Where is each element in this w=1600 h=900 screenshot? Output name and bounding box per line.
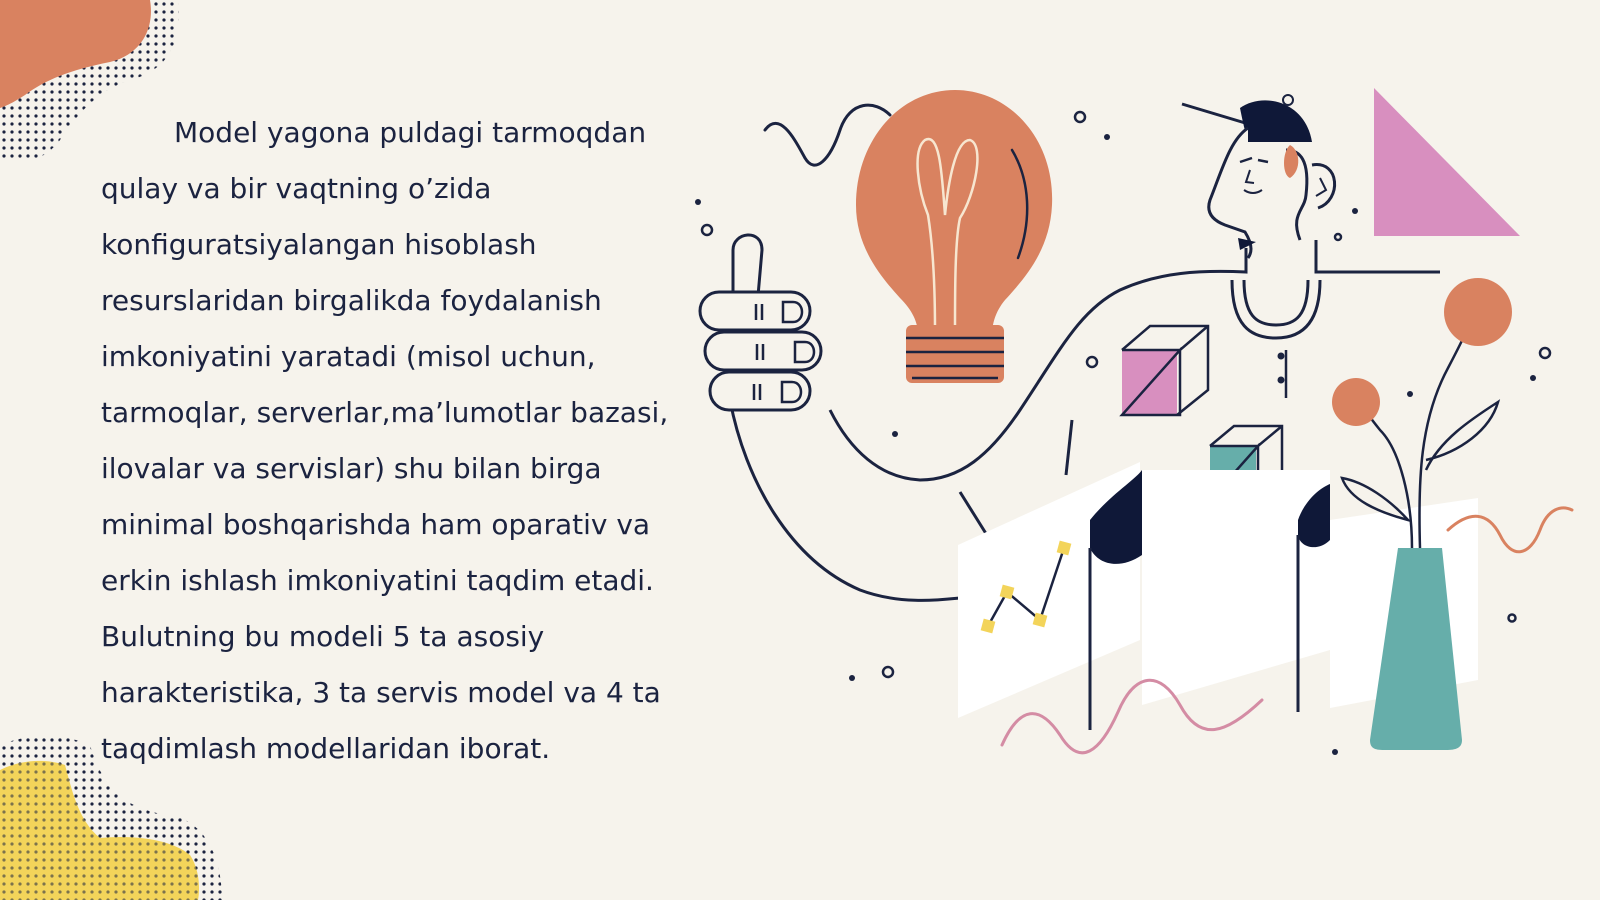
bottom-left-blob-decoration <box>0 736 222 900</box>
paragraph-text: Model yagona puldagi tarmoqdan qulay va … <box>101 116 669 765</box>
small-dots-decoration <box>695 134 1536 755</box>
person-illustration <box>698 94 1440 602</box>
scatter-dots-decoration <box>700 110 1552 679</box>
top-left-blob-decoration <box>0 0 179 162</box>
pink-cube-shape <box>1119 324 1210 417</box>
body-paragraph: Model yagona puldagi tarmoqdan qulay va … <box>101 105 691 777</box>
pink-wave-line <box>1000 678 1264 755</box>
pink-triangle-shape <box>1374 88 1520 236</box>
orange-wave-line <box>1446 506 1574 554</box>
flower-vase-illustration <box>1332 278 1512 750</box>
squiggle-line <box>763 103 892 167</box>
light-bulb-icon <box>856 90 1053 383</box>
